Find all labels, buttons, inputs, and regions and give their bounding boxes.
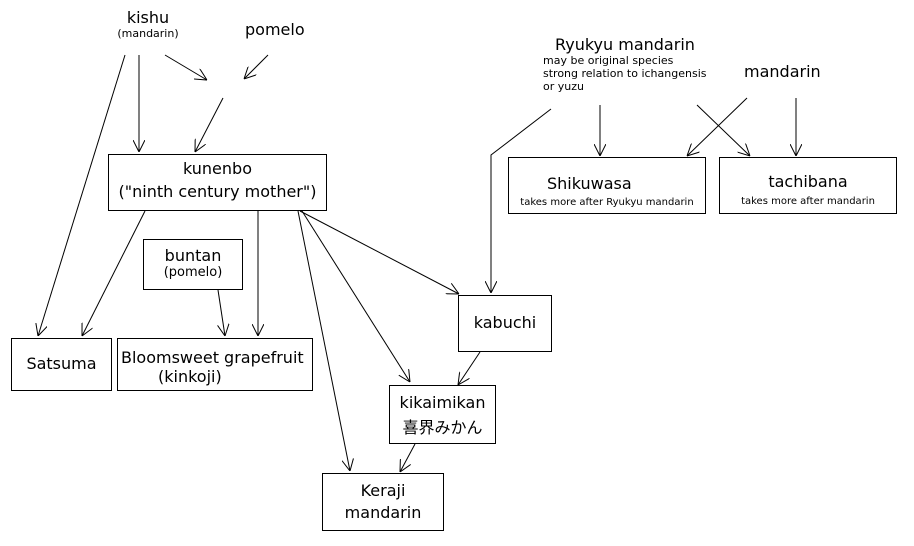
buntan-label: buntan bbox=[164, 246, 222, 265]
ryukyu-note-2: strong relation to ichangensis bbox=[543, 67, 707, 80]
kishu-label: kishu bbox=[126, 8, 170, 27]
node-tachibana: tachibana takes more after mandarin bbox=[719, 157, 897, 214]
node-pomelo: pomelo bbox=[245, 20, 305, 39]
edge-ryukyu-kabuchi bbox=[491, 108, 552, 293]
edge-ryukyu-tachibana bbox=[696, 104, 750, 156]
bloomsweet-label: Bloomsweet grapefruit bbox=[121, 348, 304, 367]
ryukyu-note-1: may be original species bbox=[543, 54, 674, 67]
edge-kunenbo-kikaimikan bbox=[301, 210, 410, 382]
bloomsweet-sub: (kinkoji) bbox=[158, 367, 222, 386]
tachibana-note: takes more after mandarin bbox=[741, 196, 875, 207]
kunenbo-sub: ("ninth century mother") bbox=[118, 182, 317, 201]
node-kikaimikan: kikaimikan 喜界みかん bbox=[389, 385, 496, 444]
node-kabuchi: kabuchi bbox=[458, 295, 552, 352]
edge-kabuchi-kikaimikan bbox=[458, 351, 481, 385]
edge-buntan-bloomsweet bbox=[218, 289, 225, 336]
node-shikuwasa: Shikuwasa takes more after Ryukyu mandar… bbox=[508, 157, 706, 214]
node-buntan: buntan (pomelo) bbox=[143, 239, 243, 290]
keraji-sub: mandarin bbox=[344, 503, 422, 522]
kishu-note: (mandarin) bbox=[117, 27, 179, 40]
edge-kishu-merge bbox=[164, 54, 207, 80]
tachibana-label: tachibana bbox=[768, 172, 848, 191]
keraji-label: Keraji bbox=[360, 481, 406, 500]
ryukyu-label: Ryukyu mandarin bbox=[555, 35, 695, 54]
kikaimikan-label: kikaimikan bbox=[399, 393, 486, 412]
node-kunenbo: kunenbo ("ninth century mother") bbox=[108, 154, 327, 211]
shikuwasa-label: Shikuwasa bbox=[547, 174, 632, 193]
ryukyu-note-3: or yuzu bbox=[543, 80, 584, 93]
node-satsuma: Satsuma bbox=[11, 338, 112, 391]
kunenbo-label: kunenbo bbox=[183, 159, 252, 178]
node-mandarin: mandarin bbox=[744, 62, 821, 81]
node-ryukyu-mandarin: Ryukyu mandarin may be original species … bbox=[543, 35, 707, 93]
edge-merge-kunenbo bbox=[195, 97, 224, 152]
buntan-sub: (pomelo) bbox=[163, 265, 223, 280]
shikuwasa-note: takes more after Ryukyu mandarin bbox=[520, 197, 694, 208]
node-bloomsweet: Bloomsweet grapefruit (kinkoji) bbox=[117, 338, 313, 391]
node-keraji: Keraji mandarin bbox=[322, 473, 444, 531]
edge-kikaimikan-keraji bbox=[400, 443, 416, 472]
node-kishu: kishu (mandarin) bbox=[105, 8, 191, 40]
edge-pomelo-merge bbox=[244, 54, 269, 79]
kabuchi-label: kabuchi bbox=[473, 313, 537, 332]
satsuma-label: Satsuma bbox=[26, 354, 97, 373]
edge-kunenbo-kabuchi bbox=[299, 210, 459, 294]
edge-mandarin-shikuwasa bbox=[687, 97, 748, 156]
edge-kishu-satsuma bbox=[38, 54, 126, 336]
edge-kunenbo-keraji bbox=[297, 210, 350, 471]
edge-kunenbo-satsuma bbox=[82, 210, 146, 336]
kikaimikan-sub: 喜界みかん bbox=[402, 418, 483, 437]
